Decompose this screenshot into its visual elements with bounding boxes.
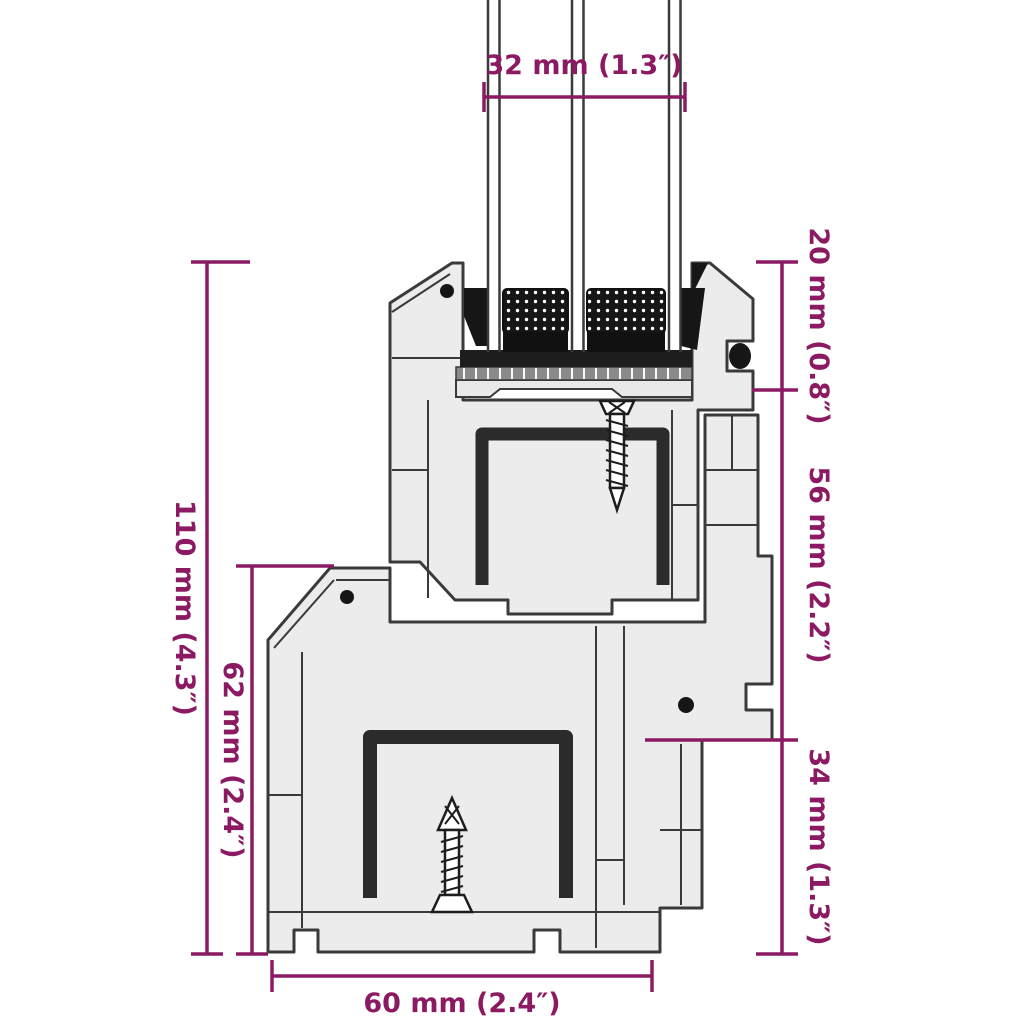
screw-threads — [440, 835, 464, 893]
clip-rail-teeth — [463, 368, 681, 379]
spacer-bar-right — [586, 288, 666, 334]
dim-total-height: 110 mm (4.3″) — [169, 260, 250, 956]
screw-threads — [605, 419, 629, 487]
gasket-top-right — [692, 263, 708, 295]
spacer-butyl-right — [587, 330, 665, 352]
dim-label-left-total: 110 mm (4.3″) — [169, 500, 200, 716]
sash-screw — [598, 399, 636, 515]
gasket-right — [681, 288, 705, 350]
screw-head — [430, 893, 474, 914]
bead-step-bar — [455, 379, 693, 398]
glazing-support-bars — [455, 350, 693, 398]
dim-frame-height: 62 mm (2.4″) — [217, 564, 334, 956]
sash-webs — [391, 273, 698, 600]
seal-sash-corner — [440, 284, 454, 298]
frame-reinforcement-channel — [363, 730, 573, 898]
glazing-bridge-bar — [460, 350, 692, 367]
sash-reinforcement-channel — [475, 427, 670, 585]
dim-glass-width: 32 mm (1.3″) — [482, 50, 687, 112]
screw-tip — [608, 486, 626, 515]
seal-frame-corner — [340, 590, 354, 604]
glazing-gaskets — [340, 263, 751, 713]
dim-label-right-top: 20 mm (0.8″) — [803, 227, 834, 424]
dim-label-glass-width: 32 mm (1.3″) — [485, 50, 682, 81]
dim-label-right-middle: 56 mm (2.2″) — [803, 466, 834, 663]
gasket-left — [464, 288, 488, 346]
seal-sash-outer — [729, 343, 751, 369]
screw-tip-flutes — [444, 805, 460, 825]
screw-head-cross — [608, 401, 626, 414]
glazing-spacers — [502, 288, 666, 352]
dim-bottom-width: 60 mm (2.4″) — [270, 960, 654, 1019]
dim-label-bottom-width: 60 mm (2.4″) — [363, 988, 560, 1019]
frame-webs — [268, 415, 758, 948]
seal-sash-frame — [678, 697, 694, 713]
spacer-butyl-left — [503, 330, 568, 352]
dim-label-right-bottom: 34 mm (1.3″) — [803, 748, 834, 945]
frame-screw — [430, 794, 474, 914]
dim-right-stack: 20 mm (0.8″) 56 mm (2.2″) 34 mm (1.3″) — [645, 227, 834, 956]
spacer-bar-left — [502, 288, 569, 334]
triple-glazing-panes — [486, 0, 682, 352]
dim-label-left-frame: 62 mm (2.4″) — [217, 661, 248, 858]
